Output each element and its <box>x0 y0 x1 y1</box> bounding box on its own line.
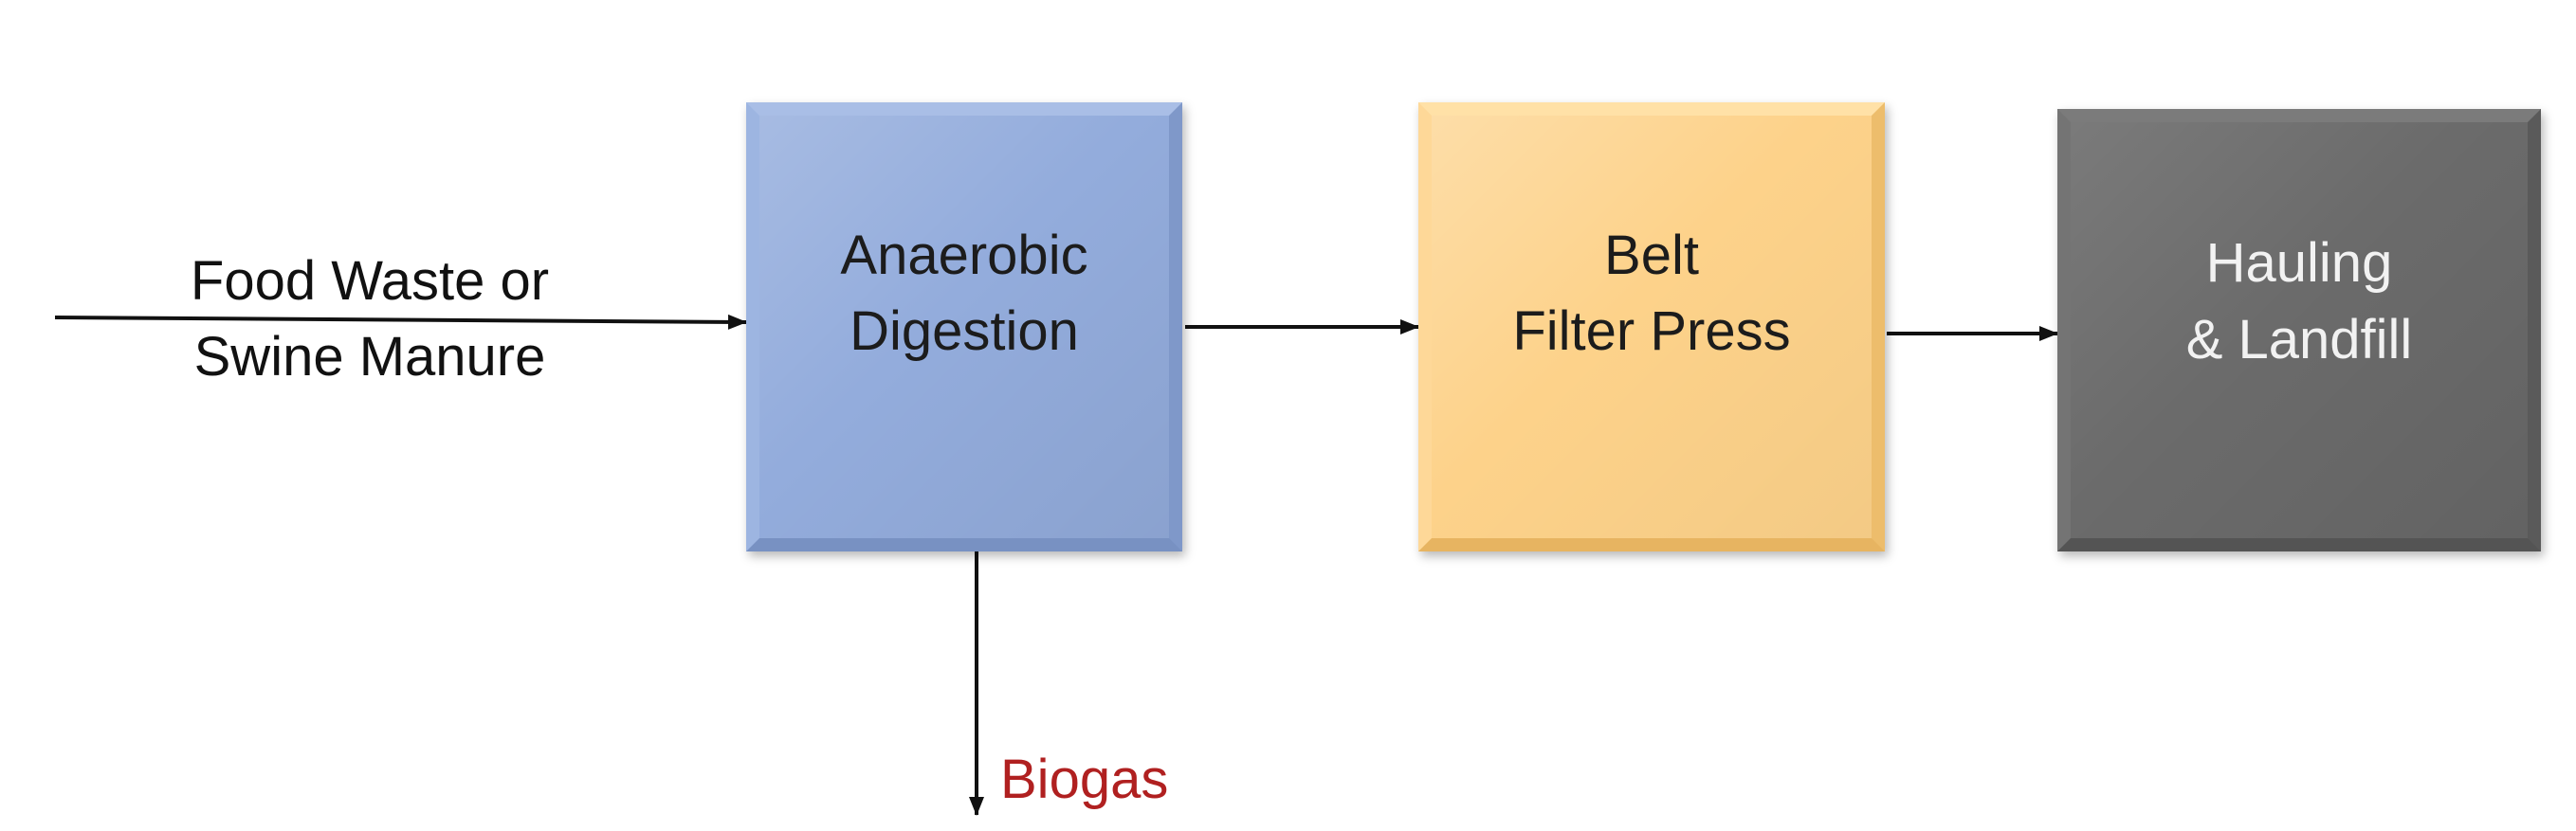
belt-filter-press-line2: Filter Press <box>1512 300 1791 362</box>
hauling-landfill-block: Hauling & Landfill <box>2057 109 2541 551</box>
belt-filter-press-block: Belt Filter Press <box>1418 102 1885 551</box>
hauling-landfill-line1: Hauling <box>2205 232 2393 295</box>
input-label-line2: Swine Manure <box>193 326 546 388</box>
hauling-landfill-line2: & Landfill <box>2185 308 2413 370</box>
anaerobic-digestion-line1: Anaerobic <box>840 224 1088 286</box>
biogas-label: Biogas <box>1000 749 1169 810</box>
input-arrow <box>54 314 747 330</box>
belt-filter-press-line1: Belt <box>1604 224 1699 286</box>
input-label-line1: Food Waste or <box>190 250 550 312</box>
input-label: Food Waste or Swine Manure <box>142 244 597 395</box>
anaerobic-digestion-block: Anaerobic Digestion <box>746 102 1182 551</box>
anaerobic-digestion-line2: Digestion <box>850 300 1079 362</box>
